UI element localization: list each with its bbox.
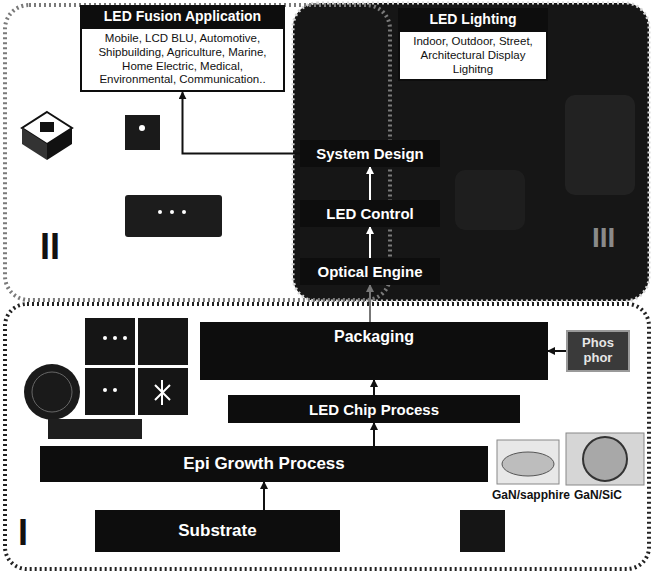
material-label: GaN/SiC <box>574 488 622 502</box>
stage-numeral: II <box>40 226 60 268</box>
flow-arrow <box>373 380 375 395</box>
box-label: System Design <box>316 145 424 162</box>
box-heading: LED Lighting <box>398 8 548 30</box>
process-box: Epi Growth Process <box>40 446 488 482</box>
process-box: LED Chip Process <box>228 395 520 423</box>
process-box: Substrate <box>95 510 340 552</box>
flow-arrow <box>183 92 301 153</box>
box-label: Packaging <box>334 328 414 346</box>
chip-region <box>5 304 649 569</box>
gan-sic-photo <box>566 433 644 485</box>
box-body: Mobile, LCD BLU, Automotive, Shipbuildin… <box>80 27 285 92</box>
box-label: Epi Growth Process <box>183 454 345 474</box>
box-label: LED Control <box>326 205 414 222</box>
flow-arrow <box>369 285 371 322</box>
box-label: Substrate <box>178 521 256 541</box>
wafer-photo <box>24 364 80 420</box>
process-box: Packaging <box>200 322 548 380</box>
box-label: Phos phor <box>576 336 620 366</box>
box-label: Optical Engine <box>317 263 422 280</box>
process-box: System Design <box>300 140 440 167</box>
lighting-texture <box>455 95 635 230</box>
flow-arrow <box>369 167 371 200</box>
process-box: Optical Engine <box>300 258 440 285</box>
chip-photo <box>125 115 160 150</box>
flow-arrow <box>373 423 375 446</box>
gan-sapphire-photo <box>497 440 559 484</box>
lighting-region <box>293 3 649 301</box>
flow-arrow <box>263 482 265 510</box>
process-box: LED Control <box>300 200 440 227</box>
stage-numeral: III <box>592 222 615 254</box>
package-icon <box>22 112 72 160</box>
led-chip-photos <box>85 318 188 415</box>
phosphor-box: Phos phor <box>566 330 630 372</box>
led-panel-photo <box>125 195 222 237</box>
stage-numeral: I <box>18 512 28 554</box>
material-label: GaN/sapphire <box>492 488 570 502</box>
box-heading: LED Fusion Application <box>80 5 285 27</box>
pcb-photo <box>48 419 142 439</box>
chip-light <box>139 125 145 131</box>
box-label: LED Chip Process <box>309 401 439 418</box>
substrate-photo <box>460 510 505 552</box>
application-box: LED Fusion ApplicationMobile, LCD BLU, A… <box>80 5 285 92</box>
flow-arrow <box>548 350 566 352</box>
lighting-box: LED LightingIndoor, Outdoor, Street, Arc… <box>398 8 548 81</box>
box-body: Indoor, Outdoor, Street, Architectural D… <box>398 30 548 81</box>
flow-arrow <box>369 227 371 258</box>
